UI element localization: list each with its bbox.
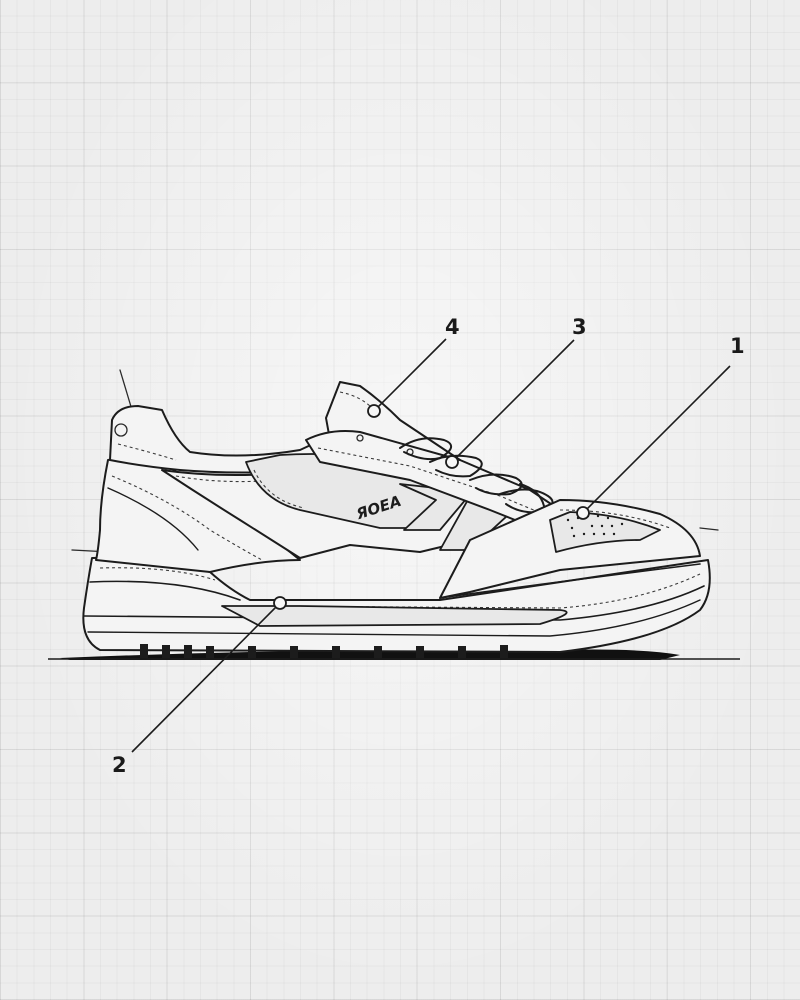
callout-2-marker[interactable] (273, 596, 287, 610)
callout-4-marker[interactable] (367, 404, 381, 418)
eyestay (305, 430, 561, 531)
toe-box (439, 499, 701, 599)
callout-2-label: 2 (112, 753, 127, 777)
callout-2-leader (131, 602, 281, 753)
callout-3-leader (451, 339, 575, 463)
callout-1-marker[interactable] (576, 506, 590, 520)
callout-1-leader (582, 365, 731, 514)
eyelet-icon (356, 434, 364, 442)
callout-1-label: 1 (730, 334, 745, 358)
callout-3-marker[interactable] (445, 455, 459, 469)
callout-4-leader (373, 338, 447, 412)
callout-3-label: 3 (572, 315, 587, 339)
sole-unit (82, 556, 711, 658)
outsole-tread (140, 644, 508, 658)
callout-4-label: 4 (445, 315, 460, 339)
heel-logo-icon (114, 423, 128, 437)
construction-line (699, 527, 719, 531)
